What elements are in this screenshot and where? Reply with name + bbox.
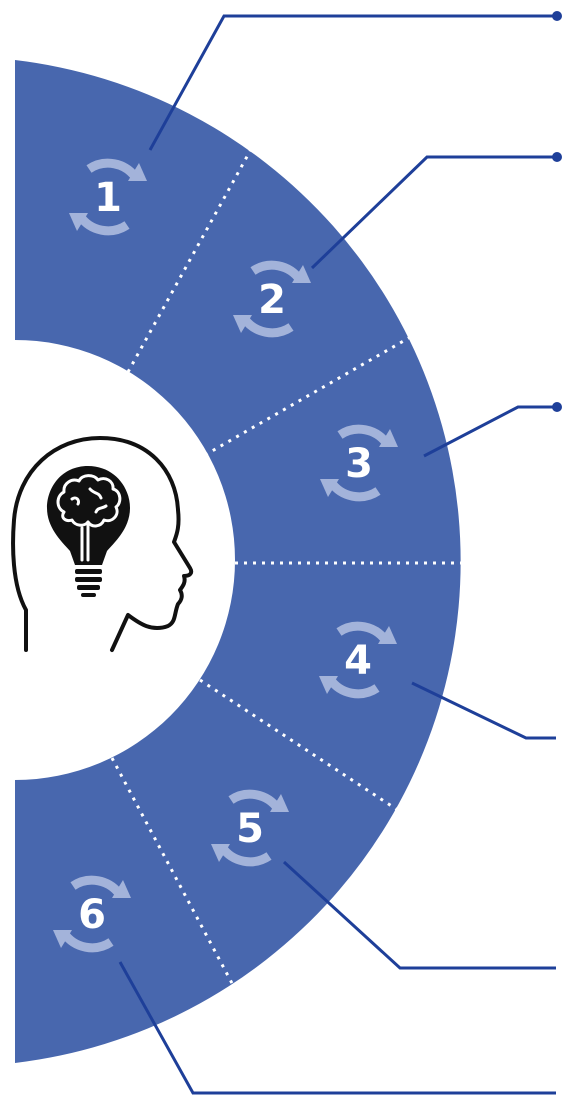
head-lightbulb-brain-icon	[11, 436, 194, 652]
segment-6: 6	[53, 880, 131, 948]
segment-3: 3	[320, 429, 398, 497]
divider-1-2	[126, 123, 267, 373]
segment-number-3: 3	[345, 441, 373, 487]
leader-line-3	[423, 405, 556, 458]
leader-endpoint-3	[552, 402, 562, 412]
leader-line-4	[411, 681, 556, 740]
lightbulb-icon	[47, 466, 130, 597]
brain-icon	[56, 474, 122, 562]
divider-4-5	[199, 678, 429, 832]
leader-endpoint-2	[552, 152, 562, 162]
leader-line-1	[148, 14, 556, 151]
leader-line-6	[118, 961, 556, 1095]
segment-2: 2	[233, 265, 311, 333]
segment-5: 5	[211, 794, 289, 862]
divider-5-6	[110, 757, 244, 1003]
segment-number-1: 1	[94, 175, 122, 221]
leader-line-5	[282, 860, 556, 970]
leader-line-2	[310, 155, 556, 270]
segment-number-6: 6	[78, 892, 106, 938]
leader-lines	[118, 14, 556, 1095]
segment-number-4: 4	[344, 638, 372, 684]
segment-number-2: 2	[258, 277, 286, 323]
head-profile-outline	[11, 436, 194, 652]
segment-1: 1	[69, 163, 147, 231]
leader-endpoint-1	[552, 11, 562, 21]
divider-2-3	[204, 314, 448, 457]
segment-4: 4	[319, 626, 397, 694]
segment-dividers	[110, 123, 512, 1003]
segment-number-5: 5	[236, 806, 264, 852]
